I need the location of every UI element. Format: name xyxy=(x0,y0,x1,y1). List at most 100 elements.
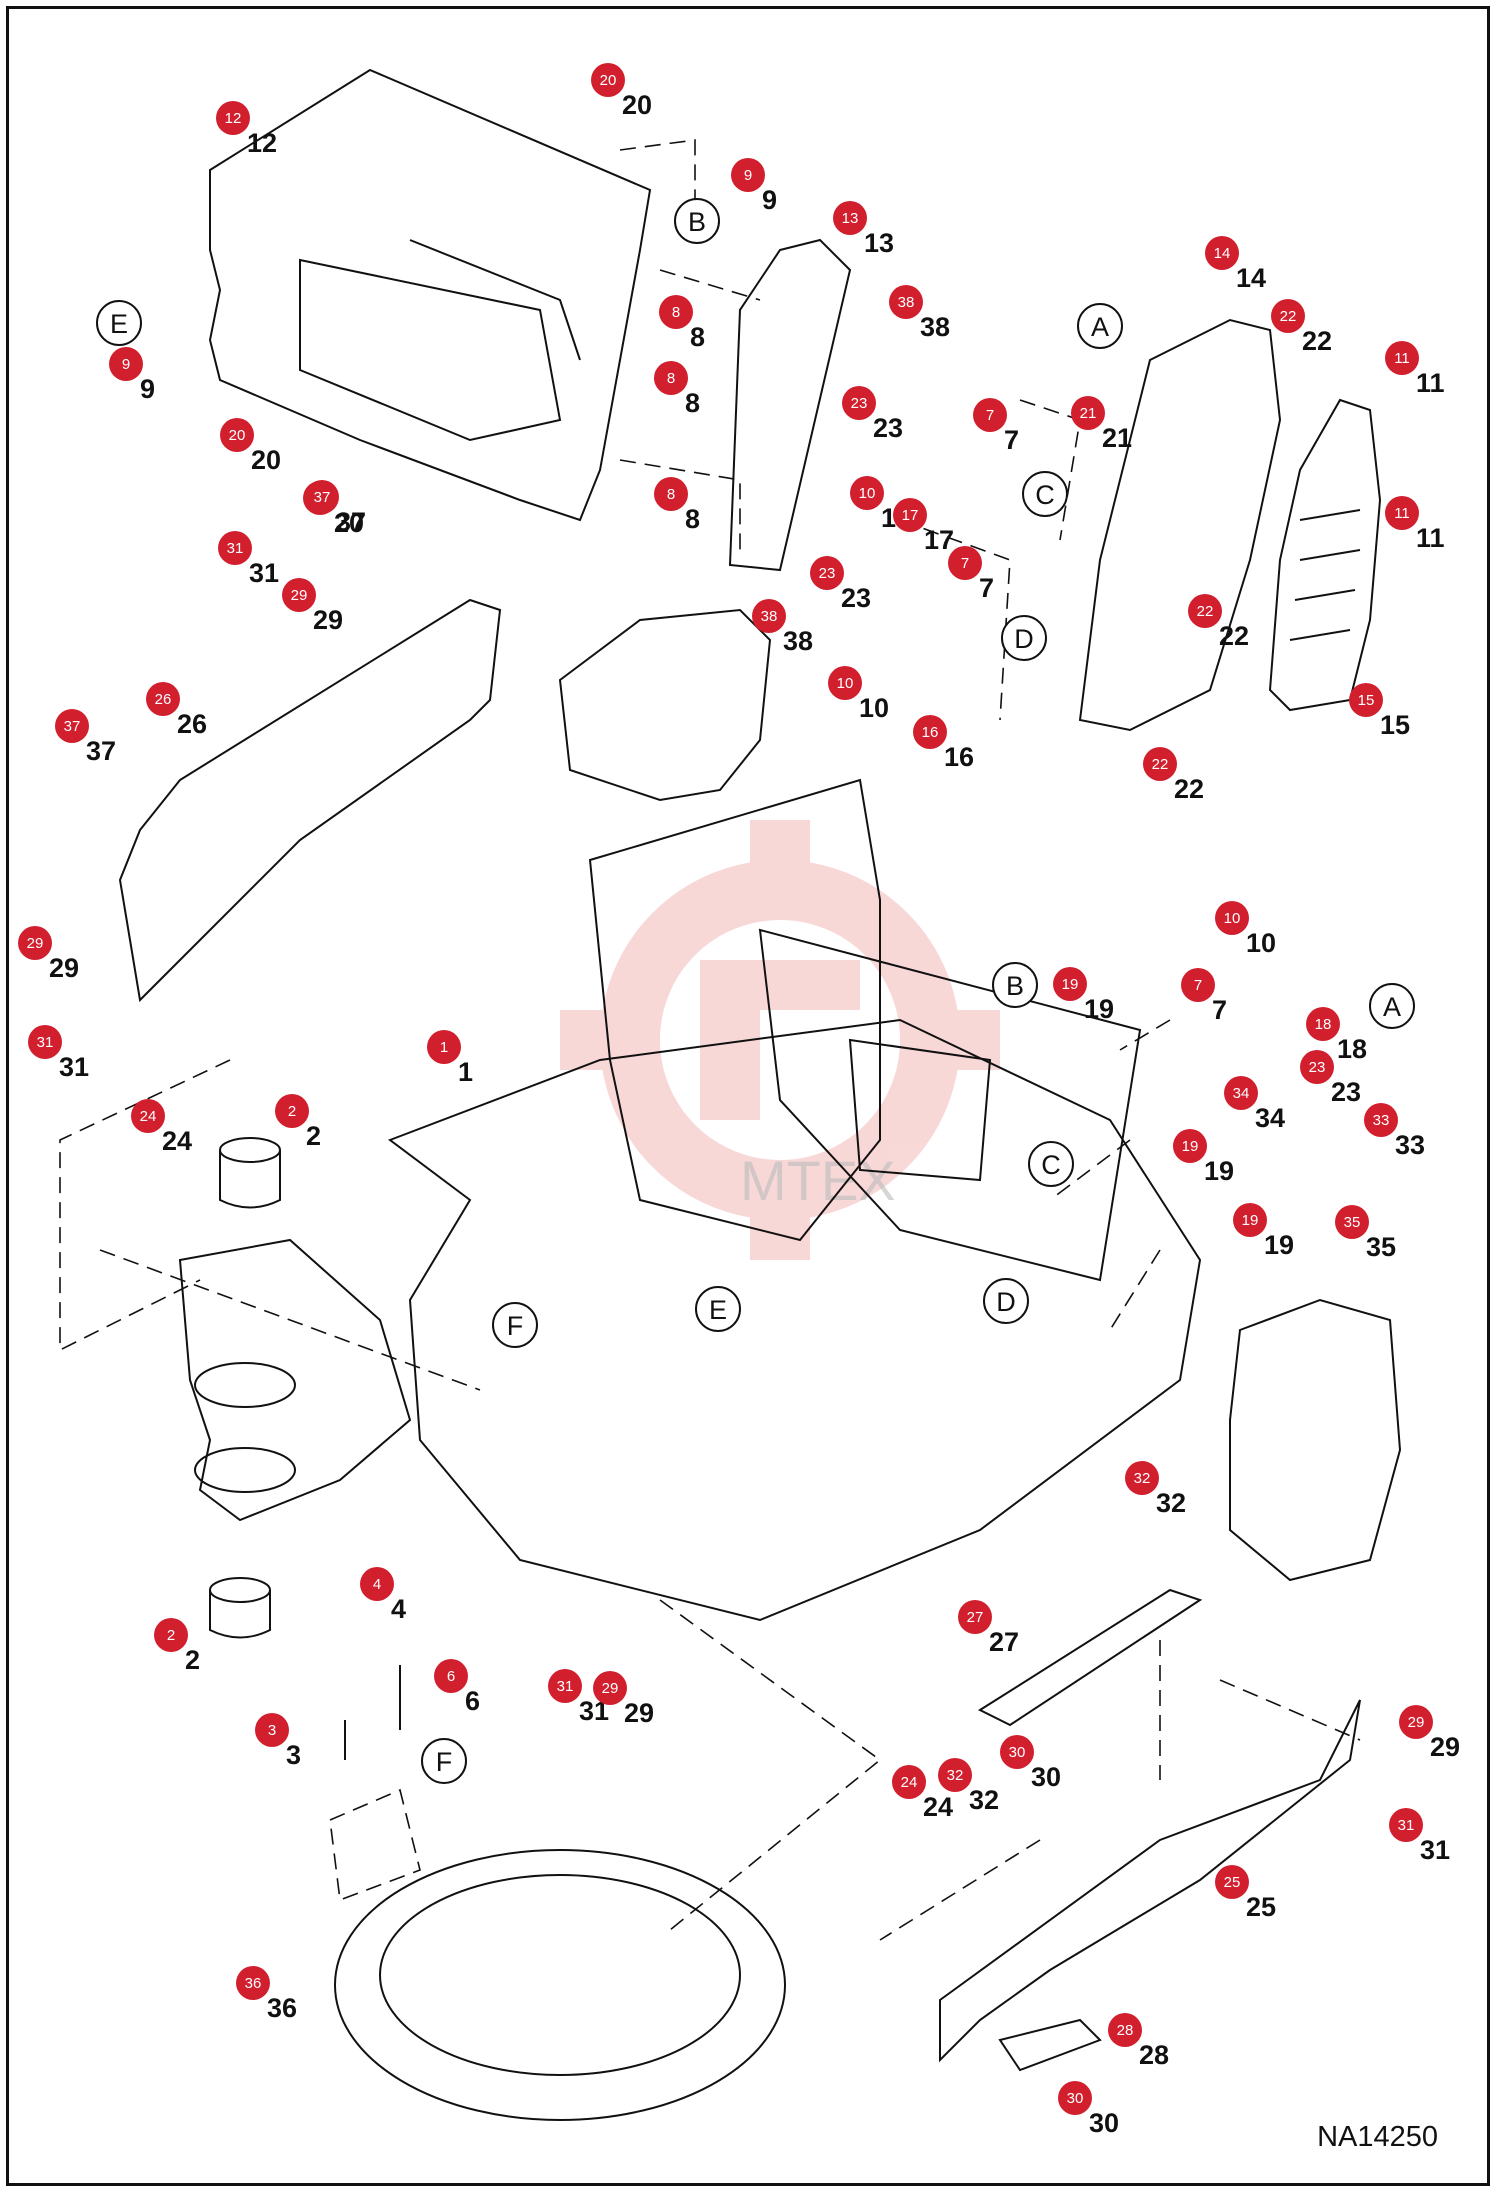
part-number-label: 15 xyxy=(1380,710,1410,740)
callout-badge-icon xyxy=(28,1025,62,1059)
callout-badge-number: 38 xyxy=(761,608,778,625)
callout-badge-icon xyxy=(1143,747,1177,781)
part-number-label: 31 xyxy=(249,558,279,588)
part-number-label: 6 xyxy=(465,1686,480,1716)
section-letter-circle-icon xyxy=(421,1738,467,1784)
part-number-label: 28 xyxy=(1139,2040,1169,2070)
callout-badge-number: 19 xyxy=(1242,1212,1259,1229)
part-number-label: 4 xyxy=(391,1594,406,1624)
callout-badge-number: 11 xyxy=(1394,350,1410,367)
center-bracket xyxy=(558,608,772,802)
callout-badge-number: 8 xyxy=(667,370,675,387)
section-letter-text: C xyxy=(1041,1150,1061,1180)
section-letter-text: F xyxy=(436,1747,453,1777)
part-2-bottom xyxy=(209,1577,271,1603)
part-15-shape xyxy=(1268,398,1382,712)
drawing-id: NA14250 xyxy=(1317,2121,1438,2153)
callout-badge-icon xyxy=(659,295,693,329)
callout-badge-icon xyxy=(1349,683,1383,717)
part-outlines xyxy=(118,68,1402,2121)
callout-badge-number: 17 xyxy=(902,507,919,524)
callout-badge-number: 23 xyxy=(819,565,836,582)
callout-badge-icon xyxy=(427,1030,461,1064)
section-letter-text: C xyxy=(1035,480,1055,510)
part-number-label: 19 xyxy=(1204,1156,1234,1186)
callout-badge-icon xyxy=(282,578,316,612)
callout-badge-icon xyxy=(593,1671,627,1705)
callout-badge-icon xyxy=(55,709,89,743)
swing-bracket xyxy=(178,1238,412,1522)
part-number-label: 31 xyxy=(1420,1835,1450,1865)
part-number-label: 27 xyxy=(989,1627,1019,1657)
callout-badge-number: 20 xyxy=(600,72,617,89)
section-letter-text: A xyxy=(1383,992,1401,1022)
callout-badge-number: 37 xyxy=(314,489,331,506)
part-number-label: 14 xyxy=(1236,263,1266,293)
part-36-inner xyxy=(379,1874,741,2076)
part-number-label: 20 xyxy=(334,508,364,538)
callout-37: 37 37 xyxy=(305,480,366,537)
callout-3: 33 xyxy=(255,1713,301,1770)
part-number-label: 16 xyxy=(944,742,974,772)
section-letter-circle-icon xyxy=(1369,983,1415,1029)
part-number-label: 7 xyxy=(1004,425,1019,455)
callout-badge-number: 10 xyxy=(859,485,876,502)
callout-badge-number: 24 xyxy=(901,1774,918,1791)
part-number-label: 1 xyxy=(458,1057,473,1087)
part-1-shape xyxy=(387,1018,1202,1622)
callout-badge-icon xyxy=(1181,968,1215,1002)
callout-badge-icon xyxy=(1215,1865,1249,1899)
section-letter-text: E xyxy=(709,1295,727,1325)
callout-badge-number: 9 xyxy=(744,167,752,184)
part-number-label: 8 xyxy=(685,388,700,418)
callout-badge-number: 8 xyxy=(672,304,680,321)
section-letter-E: E xyxy=(96,300,142,346)
callout-badge-icon xyxy=(216,101,250,135)
callout-badge-number: 6 xyxy=(447,1668,455,1685)
part-number-label: 10 xyxy=(859,693,889,723)
callout-badge-number: 19 xyxy=(1182,1138,1199,1155)
callout-badge-icon xyxy=(913,715,947,749)
callout-badge-number: 33 xyxy=(1373,1112,1390,1129)
callout-badge-icon xyxy=(1053,967,1087,1001)
callout-badge-icon xyxy=(833,201,867,235)
callout-badge-icon xyxy=(752,599,786,633)
part-number-label: 38 xyxy=(920,312,950,342)
callout-badge-number: 29 xyxy=(1408,1714,1425,1731)
section-letter-A: A xyxy=(1369,983,1415,1029)
callout-badge-number: 7 xyxy=(1194,977,1202,994)
section-letter-E: E xyxy=(695,1286,741,1332)
part-number-label: 37 xyxy=(336,507,366,537)
section-letter-circle-icon xyxy=(992,962,1038,1008)
callout-badge-icon xyxy=(1389,1808,1423,1842)
part-number-label: 8 xyxy=(685,504,700,534)
callout-badge-number: 29 xyxy=(291,587,308,604)
callout-badge-number: 12 xyxy=(225,110,242,127)
section-letter-circle-icon xyxy=(674,198,720,244)
part-number-label: 11 xyxy=(1416,368,1445,398)
part-number-label: 17 xyxy=(924,525,954,555)
section-letter-text: B xyxy=(688,207,706,237)
callout-badge-number: 23 xyxy=(851,395,868,412)
callout-badge-number: 9 xyxy=(122,356,130,373)
callout-badge-number: 8 xyxy=(667,486,675,503)
callout-badge-number: 3 xyxy=(268,1722,276,1739)
section-letter-circle-icon xyxy=(983,1278,1029,1324)
callout-badge-number: 30 xyxy=(1009,1744,1026,1761)
callout-badge-number: 31 xyxy=(37,1034,54,1051)
section-letter-F: F xyxy=(421,1738,467,1784)
callout-badge-icon xyxy=(892,1765,926,1799)
